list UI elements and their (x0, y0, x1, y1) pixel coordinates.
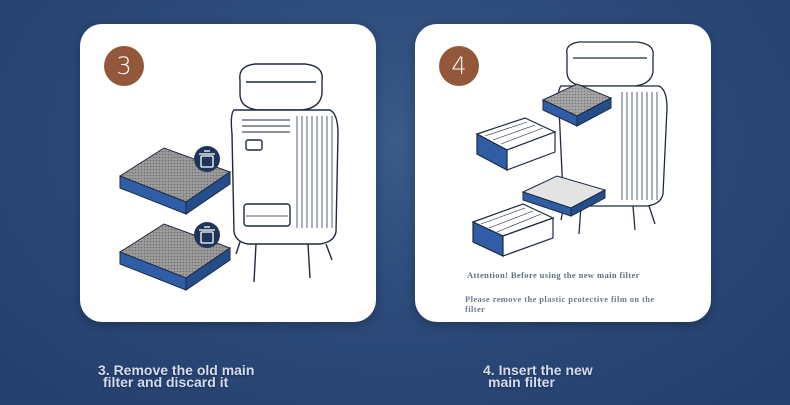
trash-icon (194, 146, 220, 172)
caption-line: 4. Insert the new (483, 362, 593, 378)
trash-icon (194, 222, 220, 248)
step-number-badge: 3 (104, 46, 144, 86)
filter-door-upper (475, 117, 557, 171)
step-4-card: 4 (415, 24, 711, 322)
insert-filter-illustration (471, 41, 668, 257)
step-number-badge: 4 (439, 46, 479, 86)
caption-line: main filter (488, 374, 555, 390)
caption-line: filter and discard it (103, 374, 229, 390)
air-purifier-drawing (230, 63, 339, 283)
new-filter-lower (521, 175, 607, 217)
old-filter-lower (118, 223, 232, 291)
filter-door-lower (471, 203, 555, 257)
step-3-caption: 3. Remove the old main filter and discar… (98, 362, 255, 390)
remove-filter-illustration (118, 63, 339, 291)
old-filter-upper (118, 147, 232, 215)
caption-line: 3. Remove the old main (98, 362, 255, 378)
new-filter-upper (541, 83, 613, 127)
step-4-caption: 4. Insert the new main filter (483, 362, 593, 390)
step-3-card: 3 (80, 24, 376, 322)
attention-note: Attention! Before using the new main fil… (467, 270, 640, 280)
remove-film-note: Please remove the plastic protective fil… (465, 294, 655, 314)
